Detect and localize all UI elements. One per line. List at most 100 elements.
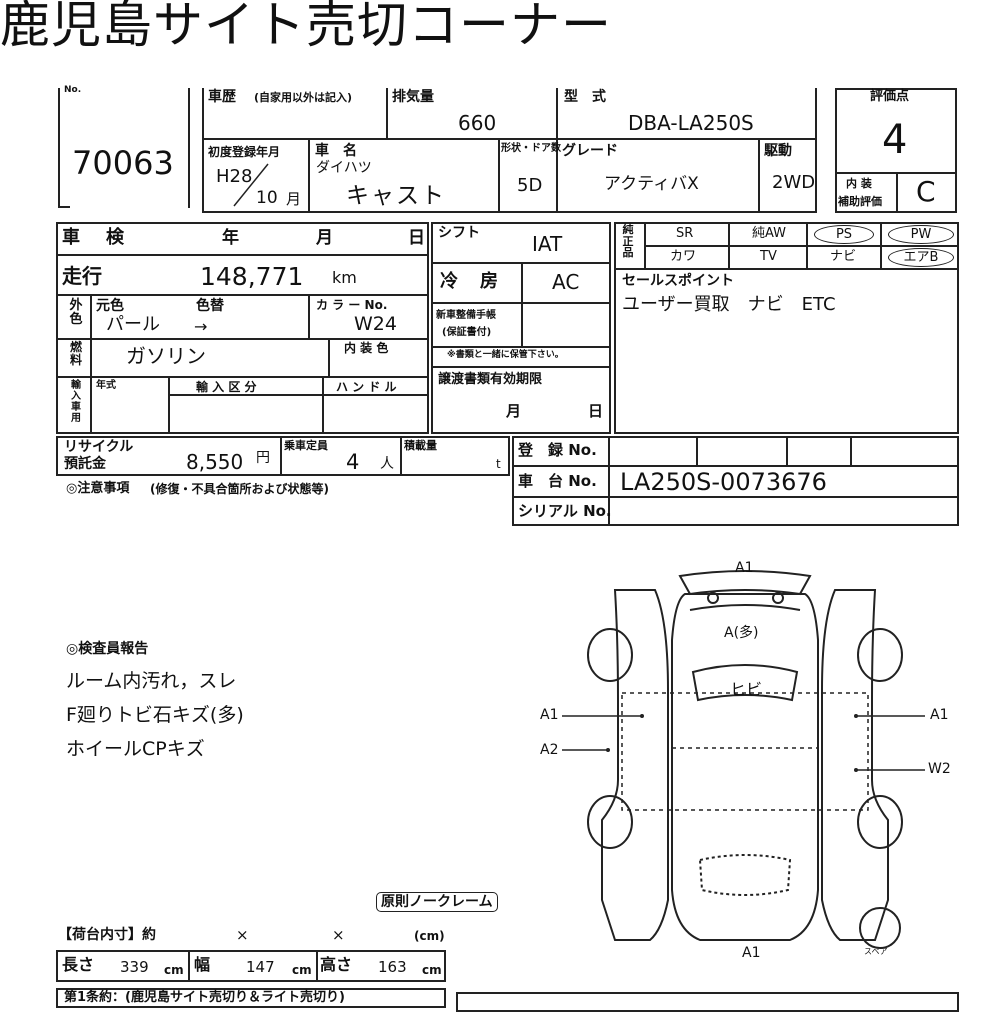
inspector-note-1: ルーム内汚れ，スレ [66, 670, 237, 692]
cargo-label: 【荷台内寸】約 [58, 927, 156, 943]
equip-sr: SR [676, 226, 694, 241]
cargo-x2: × [332, 926, 345, 944]
interior-score-label1: 内 装 [846, 177, 872, 190]
load-unit: t [496, 457, 501, 471]
first-reg-month: 10 [256, 188, 278, 208]
height-value: 163 [378, 958, 407, 976]
equip-label: 純正品 [622, 223, 634, 260]
diagram-spare: スペア [864, 947, 888, 956]
footer-note: 第1条約：(鹿児島サイト売切り＆ライト売切り) [64, 990, 345, 1005]
orig-color-value: パール [106, 314, 160, 335]
model-value: DBA-LA250S [628, 111, 754, 135]
change-color-label: 色替 [196, 298, 224, 314]
length-unit: cm [164, 963, 184, 977]
recycle-label2: 預託金 [64, 456, 106, 472]
import-class-label: 輸 入 区 分 [196, 380, 257, 394]
color-no-label: カ ラ ー No. [316, 298, 388, 312]
inspection-year: 年 [222, 228, 239, 248]
import-year-label: 年式 [96, 380, 116, 391]
first-reg-label: 初度登録年月 [208, 145, 281, 159]
mileage-label: 走行 [62, 264, 102, 288]
displacement-value: 660 [458, 111, 497, 135]
load-label: 積載量 [404, 439, 437, 452]
registration-label: 登 録 No. [518, 441, 597, 459]
handle-label: ハ ン ド ル [336, 380, 397, 394]
inspector-label: ◎検査員報告 [66, 641, 149, 657]
height-label: 高さ [320, 955, 353, 974]
interior-score-value: C [916, 175, 936, 208]
fuel-label: 燃料 [69, 340, 82, 367]
color-no-value: W24 [354, 313, 397, 335]
import-label: 輸入車用 [71, 380, 81, 424]
inspector-note-3: ホイールCPキズ [66, 738, 205, 760]
transfer-docs-label: 譲渡書類有効期限 [438, 372, 543, 387]
diagram-right-lower: W2 [928, 761, 951, 777]
diagram-bottom: A1 [742, 945, 761, 961]
body-value: 5D [517, 175, 543, 196]
grade-label: グレード [562, 143, 618, 159]
equip-airbag: エアB [888, 248, 954, 267]
diagram-windshield: ヒビ [730, 680, 763, 699]
new-car-docs-label1: 新車整備手帳 [436, 310, 496, 321]
interior-color-label: 内 装 色 [344, 341, 389, 355]
cargo-x1: × [236, 926, 249, 944]
capacity-value: 4 [346, 450, 360, 474]
width-label: 幅 [194, 955, 211, 974]
transfer-docs-day: 日 [588, 402, 604, 420]
recycle-unit: 円 [256, 450, 270, 466]
car-maker: ダイハツ [316, 160, 372, 176]
inspection-label: 車 検 [62, 227, 128, 248]
new-car-docs-note: ※書類と一緒に保管下さい。 [447, 350, 564, 360]
chassis-label: 車 台 No. [518, 472, 597, 490]
shift-value: IAT [532, 232, 563, 256]
change-arrow: → [194, 317, 208, 336]
history-label: 車歴 [208, 89, 236, 105]
drive-value: 2WD [772, 172, 816, 193]
caution-label: ◎注意事項 [66, 481, 130, 496]
length-label: 長さ [62, 955, 95, 974]
orig-color-label: 元色 [96, 298, 124, 314]
capacity-label: 乗車定員 [284, 439, 328, 452]
mileage-unit: km [332, 268, 357, 287]
height-unit: cm [422, 963, 442, 977]
transfer-docs-month: 月 [506, 402, 522, 420]
fuel-value: ガソリン [126, 344, 206, 368]
new-car-docs-label2: (保証書付) [442, 327, 492, 338]
length-value: 339 [120, 958, 149, 976]
body-label: 形状・ドア数 [501, 143, 561, 154]
shift-label: シフト [438, 225, 480, 241]
cargo-unit: (cm) [414, 929, 445, 943]
score-value: 4 [882, 117, 908, 163]
equip-aw: 純AW [752, 226, 787, 241]
first-reg-month-unit: 月 [286, 190, 302, 208]
no-claim-badge: 原則ノークレーム [376, 892, 498, 912]
sales-point-label: セールスポイント [622, 273, 734, 289]
interior-score-label2: 補助評価 [838, 195, 882, 208]
diagram-right-upper: A1 [930, 707, 949, 723]
exterior-color-label: 外色 [69, 298, 83, 327]
history-note: (自家用以外は記入) [254, 91, 353, 104]
capacity-unit: 人 [380, 456, 394, 472]
page-title: 鹿児島サイト売切コーナー [0, 0, 612, 54]
chassis-value: LA250S-0073676 [620, 468, 827, 496]
sales-point-value: ユーザー買取 ナビ ETC [622, 294, 836, 315]
car-name: キャスト [346, 183, 446, 209]
car-diagram [562, 570, 925, 949]
first-reg-era-year: H28 [216, 166, 253, 187]
diagram-hood: A(多) [724, 625, 759, 641]
displacement-label: 排気量 [392, 89, 434, 105]
equip-pw: PW [888, 225, 954, 244]
equip-navi: ナビ [830, 249, 857, 264]
score-label: 評価点 [870, 89, 910, 104]
equip-leather: カワ [670, 249, 697, 264]
recycle-value: 8,550 [186, 450, 244, 474]
equip-ps: PS [814, 225, 874, 244]
inspection-month: 月 [316, 228, 333, 248]
aircon-label: 冷 房 [440, 271, 500, 292]
width-unit: cm [292, 963, 312, 977]
inspector-note-2: F廻りトビ石キズ(多) [66, 704, 244, 726]
car-name-label: 車 名 [315, 143, 357, 159]
date-slash [233, 163, 269, 207]
diagram-left-lower: A2 [540, 742, 559, 758]
grade-value: アクティバX [604, 174, 699, 194]
